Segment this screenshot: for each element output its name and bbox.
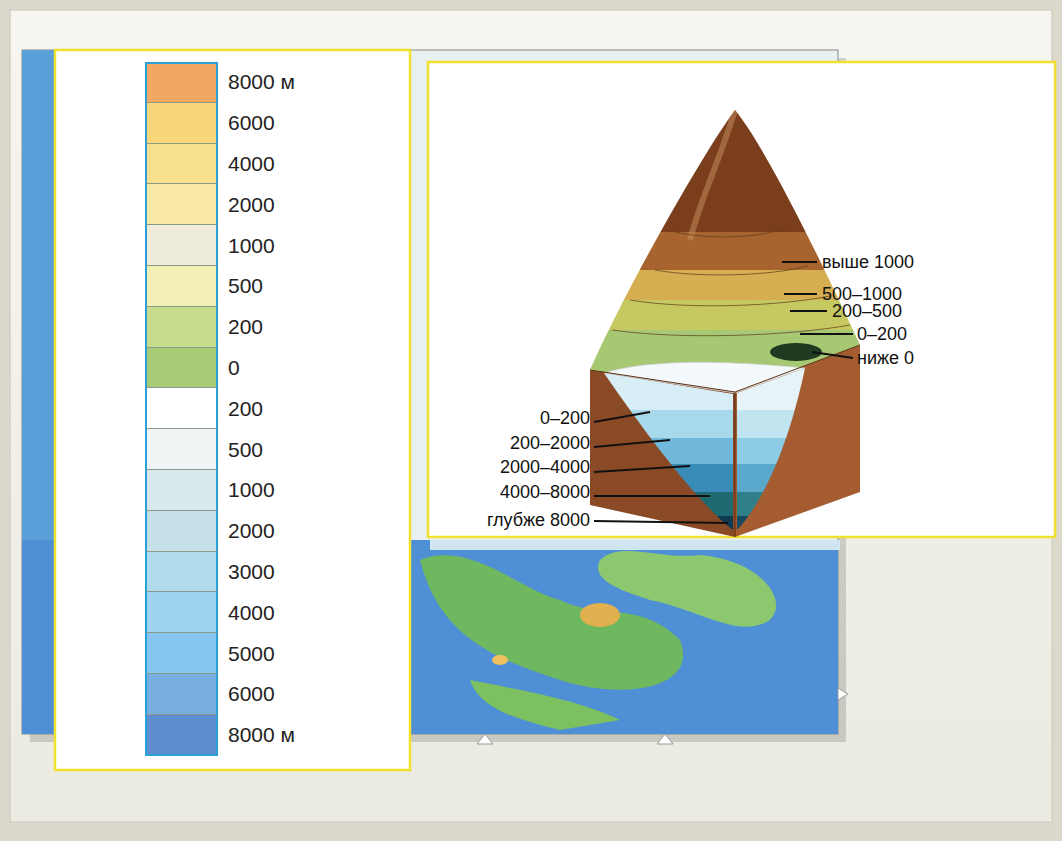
color-swatch bbox=[145, 674, 218, 715]
height-label: ниже 0 bbox=[857, 349, 914, 367]
scale-value: 6000 bbox=[228, 111, 275, 135]
color-swatch bbox=[145, 184, 218, 225]
color-swatch bbox=[145, 592, 218, 633]
scale-row: 0 bbox=[145, 348, 365, 389]
scale-row: 2000 bbox=[145, 184, 365, 225]
scale-row: 1000 bbox=[145, 470, 365, 511]
scale-row: 2000 bbox=[145, 511, 365, 552]
scale-value: 1000 bbox=[228, 478, 275, 502]
scale-row: 500 bbox=[145, 429, 365, 470]
scale-row: 3000 bbox=[145, 552, 365, 593]
depth-label: 200–2000 bbox=[510, 434, 590, 452]
scale-row: 4000 bbox=[145, 144, 365, 185]
color-swatch bbox=[145, 144, 218, 185]
scale-row: 6000 bbox=[145, 103, 365, 144]
color-swatch bbox=[145, 511, 218, 552]
scale-value: 8000 м bbox=[228, 723, 295, 747]
depth-label: 2000–4000 bbox=[500, 458, 590, 476]
color-swatch bbox=[145, 225, 218, 266]
scale-value: 6000 bbox=[228, 682, 275, 706]
color-swatch bbox=[145, 429, 218, 470]
depth-label: 0–200 bbox=[540, 409, 590, 427]
scale-value: 200 bbox=[228, 315, 263, 339]
color-swatch bbox=[145, 552, 218, 593]
scale-value: 4000 bbox=[228, 601, 275, 625]
color-swatch bbox=[145, 266, 218, 307]
scale-value: 2000 bbox=[228, 193, 275, 217]
scale-value: 200 bbox=[228, 397, 263, 421]
scale-value: 1000 bbox=[228, 234, 275, 258]
scale-row: 6000 bbox=[145, 674, 365, 715]
scale-value: 500 bbox=[228, 274, 263, 298]
height-label: 0–200 bbox=[857, 325, 907, 343]
scale-value: 4000 bbox=[228, 152, 275, 176]
color-swatch bbox=[145, 62, 218, 103]
color-scale: 8000 м6000400020001000500200020050010002… bbox=[145, 62, 365, 756]
scale-value: 500 bbox=[228, 438, 263, 462]
color-swatch bbox=[145, 307, 218, 348]
depth-label: 4000–8000 bbox=[500, 483, 590, 501]
scale-value: 8000 м bbox=[228, 70, 295, 94]
scale-row: 5000 bbox=[145, 633, 365, 674]
color-swatch bbox=[145, 715, 218, 756]
color-swatch bbox=[145, 470, 218, 511]
color-swatch bbox=[145, 633, 218, 674]
scale-value: 2000 bbox=[228, 519, 275, 543]
scale-row: 1000 bbox=[145, 225, 365, 266]
height-label: 200–500 bbox=[832, 302, 902, 320]
scale-value: 3000 bbox=[228, 560, 275, 584]
scale-value: 0 bbox=[228, 356, 240, 380]
scale-row: 4000 bbox=[145, 592, 365, 633]
scale-row: 8000 м bbox=[145, 62, 365, 103]
height-label: 500–1000 bbox=[822, 285, 902, 303]
scale-row: 200 bbox=[145, 388, 365, 429]
scale-value: 5000 bbox=[228, 642, 275, 666]
color-swatch bbox=[145, 348, 218, 389]
color-swatch bbox=[145, 388, 218, 429]
scale-row: 200 bbox=[145, 307, 365, 348]
depth-label: глубже 8000 bbox=[487, 511, 590, 529]
color-swatch bbox=[145, 103, 218, 144]
height-label: выше 1000 bbox=[822, 253, 914, 271]
scale-row: 8000 м bbox=[145, 715, 365, 756]
scale-row: 500 bbox=[145, 266, 365, 307]
